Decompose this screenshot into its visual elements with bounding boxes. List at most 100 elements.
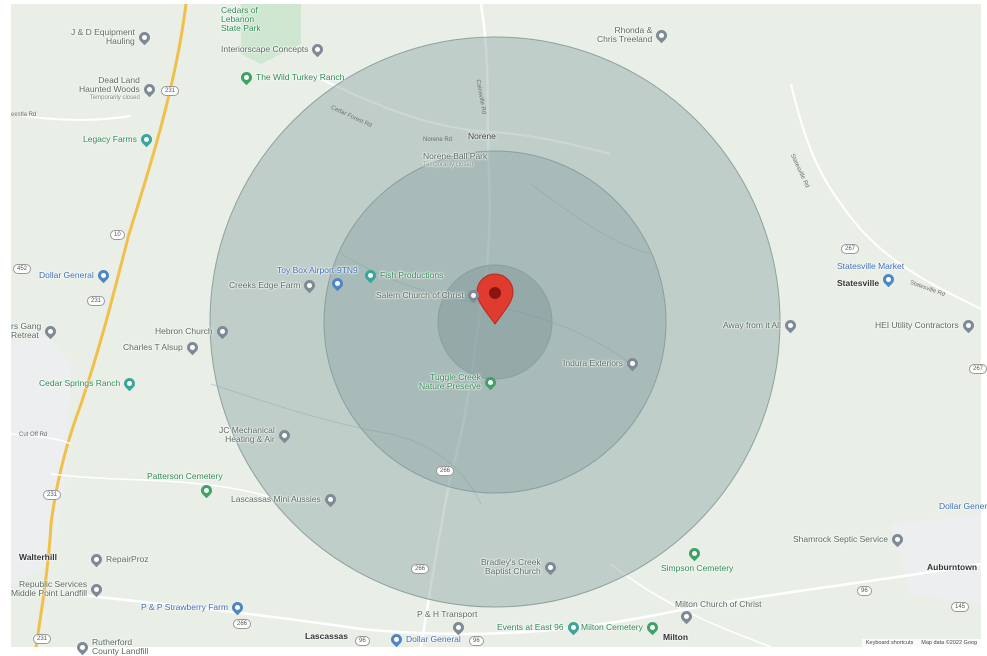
road-label: Cut Off Rd xyxy=(19,432,48,438)
state-park-area xyxy=(241,4,301,64)
route-shield: 231 xyxy=(33,634,52,644)
teal-pin-icon xyxy=(138,131,155,148)
gray-pin-icon xyxy=(450,619,467,636)
poi-statesville-market-pin[interactable] xyxy=(880,271,897,288)
poi-label: Dollar General xyxy=(406,634,461,644)
poi-hebron-church[interactable]: Hebron Church xyxy=(155,323,230,340)
poi-simpson-cemetery[interactable]: Simpson Cemetery xyxy=(661,564,733,573)
poi-label: Creeks Edge Farm xyxy=(229,280,301,290)
poi-label: Statesville Market xyxy=(837,261,905,271)
green-park-icon xyxy=(482,374,499,390)
poi-charles-alsup[interactable]: Charles T Alsup xyxy=(123,339,200,356)
poi-dollar-general-1[interactable]: Dollar General xyxy=(39,267,112,284)
place-norene: Norene xyxy=(468,131,496,141)
poi-airport-marker[interactable] xyxy=(329,275,346,292)
poi-label: RepairProz xyxy=(106,554,149,564)
gray-pin-icon xyxy=(624,355,641,372)
poi-hei-utility[interactable]: HEI Utility Contractors xyxy=(875,317,976,334)
poi-label: Cedars of Lebanon State Park xyxy=(221,5,261,33)
route-shield: 231 xyxy=(43,490,62,500)
poi-events-east-96[interactable]: Events at East 96 xyxy=(497,619,581,636)
route-shield: 267 xyxy=(841,244,860,254)
gray-pin-icon xyxy=(42,323,59,339)
poi-cedar-springs-ranch[interactable]: Cedar Springs Ranch xyxy=(39,375,138,392)
gray-pin-icon xyxy=(542,559,559,575)
route-shield: 231 xyxy=(161,86,180,96)
route-shield: 231 xyxy=(87,296,106,306)
poi-jd-equipment[interactable]: J & D Equipment Hauling xyxy=(71,28,153,46)
poi-patterson-cemetery-pin[interactable] xyxy=(198,482,215,499)
route-shield: 96 xyxy=(355,636,370,646)
place-auburntown: Auburntown xyxy=(927,562,978,572)
poi-label: Norene Ball Park xyxy=(423,151,488,161)
poi-bradleys-creek[interactable]: Bradley's Creek Baptist Church xyxy=(481,557,559,576)
poi-dollar-general-3[interactable]: Dollar General xyxy=(388,631,461,648)
poi-shamrock-septic[interactable]: Shamrock Septic Service xyxy=(793,531,906,548)
blue-pin-icon xyxy=(229,599,246,616)
poi-lascassas-mini-aussies[interactable]: Lascassas Mini Aussies xyxy=(231,491,339,508)
poi-creeks-edge-farm[interactable]: Creeks Edge Farm xyxy=(229,277,318,294)
poi-simpson-cemetery-pin[interactable] xyxy=(686,545,703,562)
poi-label: P & H Transport xyxy=(417,609,478,619)
road-label: eestla Rd xyxy=(11,112,37,118)
green-pin-icon xyxy=(198,482,215,499)
poi-toy-box-airport[interactable]: Toy Box Airport-9TN9 xyxy=(277,266,358,275)
poi-dollar-general-2[interactable]: Dollar Gener xyxy=(939,502,987,511)
gray-pin-icon xyxy=(782,317,799,334)
poi-repairproz[interactable]: RepairProz xyxy=(88,551,149,568)
blue-pin-icon xyxy=(388,631,405,648)
poi-wild-turkey-ranch[interactable]: The Wild Turkey Ranch xyxy=(238,69,344,86)
poi-republic-services[interactable]: Republic Services Middle Point Landfill xyxy=(11,579,105,598)
poi-away-from-it-all[interactable]: Away from it All xyxy=(723,317,799,334)
auburntown-urban-area xyxy=(891,514,981,604)
route-shield: 266 xyxy=(411,564,430,574)
poi-label: Fish Productions xyxy=(380,270,444,280)
poi-label: Charles T Alsup xyxy=(123,342,183,352)
gray-pin-icon xyxy=(214,323,230,340)
poi-milton-cemetery[interactable]: Milton Cemetery xyxy=(581,619,661,636)
poi-cedars-of-lebanon[interactable]: Cedars of Lebanon State Park xyxy=(221,6,261,33)
poi-label: Rutherford County Landfill xyxy=(92,637,149,656)
location-marker-icon[interactable] xyxy=(476,273,514,325)
poi-salem-church[interactable]: Salem Church of Christ xyxy=(376,287,482,304)
poi-milton-church[interactable]: Milton Church of Christ xyxy=(675,600,761,609)
poi-strawberry-farm[interactable]: P & P Strawberry Farm xyxy=(141,599,246,616)
poi-label: Republic Services Middle Point Landfill xyxy=(11,579,88,598)
gray-pin-icon xyxy=(276,427,293,443)
poi-label: Dollar General xyxy=(39,270,94,280)
walterhill-urban-area xyxy=(11,334,71,584)
poi-fish-productions[interactable]: Fish Productions xyxy=(362,267,444,284)
poi-dead-land[interactable]: Dead Land Haunted Woods Temporarily clos… xyxy=(79,76,158,103)
poi-label: Tuggle Creek Nature Preserve xyxy=(419,372,481,391)
poi-label: Patterson Cemetery xyxy=(147,471,223,481)
poi-statesville-market[interactable]: Statesville Market xyxy=(837,262,904,271)
gray-pin-icon xyxy=(184,339,200,356)
blue-pin-icon xyxy=(880,271,897,288)
poi-label: Away from it All xyxy=(723,320,781,330)
poi-legacy-farms[interactable]: Legacy Farms xyxy=(83,131,155,148)
map-canvas[interactable]: J & D Equipment Hauling Cedars of Lebano… xyxy=(10,3,987,656)
poi-rhonda-treeland[interactable]: Rhonda & Chris Treeland xyxy=(597,26,670,44)
poi-indura-exteriors[interactable]: Indura Exteriors xyxy=(563,355,641,372)
poi-label: Salem Church of Christ xyxy=(376,290,464,300)
route-shield: 145 xyxy=(951,602,970,612)
place-lascassas: Lascassas xyxy=(305,631,349,641)
poi-jc-mechanical[interactable]: JC Mechanical Heating & Air xyxy=(219,426,293,444)
map-attribution: Keyboard shortcuts Map data ©2022 Goog xyxy=(861,639,981,647)
poi-ph-transport[interactable]: P & H Transport xyxy=(417,610,477,619)
poi-norene-ball-park[interactable]: Norene Ball Park Temporarily closed xyxy=(423,152,487,170)
poi-rutherford-landfill[interactable]: Rutherford County Landfill xyxy=(74,637,149,656)
poi-label: Dollar Gener xyxy=(939,501,987,511)
poi-label: HEI Utility Contractors xyxy=(875,320,959,330)
route-shield: 96 xyxy=(469,636,484,646)
green-pin-icon xyxy=(644,619,661,636)
poi-ph-transport-pin[interactable] xyxy=(450,619,467,636)
poi-label: Bradley's Creek Baptist Church xyxy=(481,557,541,576)
poi-tuggle-creek[interactable]: Tuggle Creek Nature Preserve xyxy=(419,372,499,391)
keyboard-shortcuts-link[interactable]: Keyboard shortcuts xyxy=(865,640,914,646)
poi-interiorscape[interactable]: Interiorscape Concepts xyxy=(221,41,326,58)
poi-milton-church-pin[interactable] xyxy=(678,608,695,625)
poi-gang-retreat[interactable]: rs Gang Retreat xyxy=(11,322,59,340)
gray-pin-icon xyxy=(654,27,670,43)
poi-patterson-cemetery[interactable]: Patterson Cemetery xyxy=(147,472,223,481)
